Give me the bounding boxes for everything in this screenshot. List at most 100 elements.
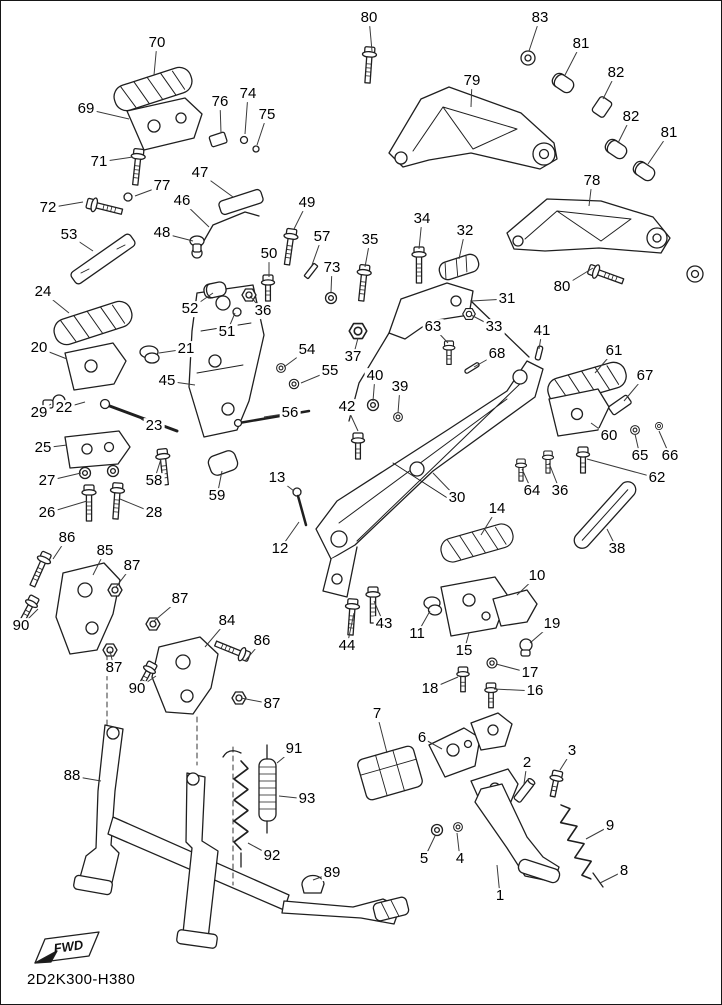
part-callout-22: 22 xyxy=(53,399,75,417)
part-callout-87: 87 xyxy=(169,590,191,608)
part-callout-43: 43 xyxy=(373,615,395,633)
part-callout-25: 25 xyxy=(32,439,54,457)
part-callout-87: 87 xyxy=(103,659,125,677)
part-callout-49: 49 xyxy=(296,194,318,212)
part-callout-57: 57 xyxy=(311,228,333,246)
part-callout-63: 63 xyxy=(422,318,444,336)
part-callout-42: 42 xyxy=(336,398,358,416)
part-callout-14: 14 xyxy=(486,500,508,518)
part-callout-19: 19 xyxy=(541,615,563,633)
part-callout-65: 65 xyxy=(629,447,651,465)
part-callout-24: 24 xyxy=(32,283,54,301)
part-callout-46: 46 xyxy=(171,192,193,210)
fwd-label: FWD xyxy=(53,937,85,956)
part-callout-27: 27 xyxy=(36,472,58,490)
center-stand xyxy=(73,724,410,949)
part-callout-2: 2 xyxy=(520,754,534,772)
part-callout-8: 8 xyxy=(617,862,631,880)
part-callout-72: 72 xyxy=(37,199,59,217)
part-callout-81: 81 xyxy=(570,35,592,53)
part-callout-83: 83 xyxy=(529,9,551,27)
part-callout-7: 7 xyxy=(370,705,384,723)
front-footrest-left-assembly xyxy=(70,63,300,302)
part-callout-4: 4 xyxy=(453,850,467,868)
part-callout-80: 80 xyxy=(358,9,380,27)
part-callout-70: 70 xyxy=(146,34,168,52)
part-callout-13: 13 xyxy=(266,469,288,487)
part-callout-12: 12 xyxy=(269,540,291,558)
part-callout-26: 26 xyxy=(36,504,58,522)
part-callout-33: 33 xyxy=(483,318,505,336)
part-callout-55: 55 xyxy=(319,362,341,380)
part-callout-88: 88 xyxy=(61,767,83,785)
part-callout-1: 1 xyxy=(493,887,507,905)
part-callout-91: 91 xyxy=(283,740,305,758)
part-callout-84: 84 xyxy=(216,612,238,630)
part-callout-48: 48 xyxy=(151,224,173,242)
part-callout-3: 3 xyxy=(565,742,579,760)
diagram-code: 2D2K300-H380 xyxy=(27,971,136,988)
part-callout-93: 93 xyxy=(296,790,318,808)
part-callout-89: 89 xyxy=(321,864,343,882)
part-callout-81: 81 xyxy=(658,124,680,142)
part-callout-29: 29 xyxy=(28,404,50,422)
part-callout-58: 58 xyxy=(143,472,165,490)
part-callout-68: 68 xyxy=(486,345,508,363)
part-callout-86: 86 xyxy=(251,632,273,650)
part-callout-11: 11 xyxy=(407,625,427,643)
part-callout-61: 61 xyxy=(603,342,625,360)
part-callout-40: 40 xyxy=(364,367,386,385)
part-callout-71: 71 xyxy=(88,153,110,171)
part-callout-28: 28 xyxy=(143,504,165,522)
part-callout-54: 54 xyxy=(296,341,318,359)
main-bracket-assembly xyxy=(188,246,555,598)
part-callout-17: 17 xyxy=(519,664,541,682)
part-callout-18: 18 xyxy=(419,680,441,698)
stand-bracket-assembly-left xyxy=(16,549,253,766)
part-callout-56: 56 xyxy=(279,404,301,422)
side-stand-assembly xyxy=(357,712,604,888)
part-callout-75: 75 xyxy=(256,106,278,124)
lower-footrest-bracket-assembly xyxy=(342,520,538,709)
part-callout-35: 35 xyxy=(359,231,381,249)
part-callout-53: 53 xyxy=(58,226,80,244)
part-callout-30: 30 xyxy=(446,489,468,507)
part-callout-32: 32 xyxy=(454,222,476,240)
part-callout-50: 50 xyxy=(258,245,280,263)
part-callout-34: 34 xyxy=(411,210,433,228)
part-callout-86: 86 xyxy=(56,529,78,547)
part-callout-20: 20 xyxy=(28,339,50,357)
part-callout-87: 87 xyxy=(261,695,283,713)
part-callout-59: 59 xyxy=(206,487,228,505)
part-callout-5: 5 xyxy=(417,850,431,868)
part-callout-23: 23 xyxy=(143,417,165,435)
part-callout-69: 69 xyxy=(75,100,97,118)
part-callout-82: 82 xyxy=(620,108,642,126)
part-callout-9: 9 xyxy=(603,817,617,835)
part-callout-6: 6 xyxy=(415,729,429,747)
part-callout-21: 21 xyxy=(175,340,197,358)
part-callout-92: 92 xyxy=(261,847,283,865)
part-callout-64: 64 xyxy=(521,482,543,500)
part-callout-60: 60 xyxy=(598,427,620,445)
part-callout-74: 74 xyxy=(237,85,259,103)
part-callout-36: 36 xyxy=(252,302,274,320)
part-callout-67: 67 xyxy=(634,367,656,385)
part-callout-52: 52 xyxy=(179,300,201,318)
part-callout-77: 77 xyxy=(151,177,173,195)
part-callout-79: 79 xyxy=(461,72,483,90)
part-callout-37: 37 xyxy=(342,348,364,366)
part-callout-39: 39 xyxy=(389,378,411,396)
rear-bracket-assembly-right xyxy=(359,45,704,289)
part-callout-90: 90 xyxy=(10,617,32,635)
part-callout-36: 36 xyxy=(549,482,571,500)
part-callout-66: 66 xyxy=(659,447,681,465)
part-callout-85: 85 xyxy=(94,542,116,560)
part-callout-80: 80 xyxy=(551,278,573,296)
part-callout-15: 15 xyxy=(453,642,475,660)
part-callout-10: 10 xyxy=(526,567,548,585)
part-callout-90: 90 xyxy=(126,680,148,698)
part-callout-87: 87 xyxy=(121,557,143,575)
